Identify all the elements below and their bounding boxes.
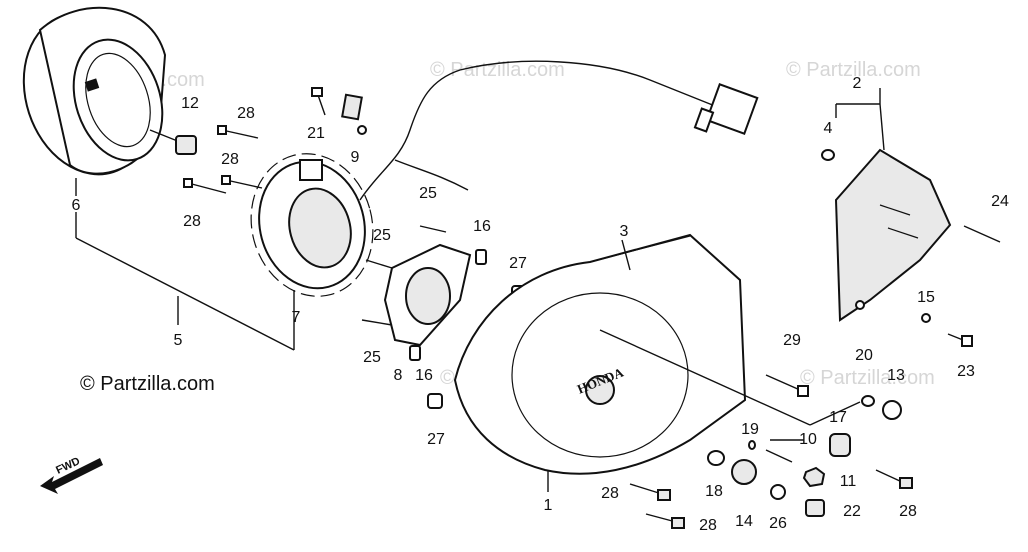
bolt-10[interactable] bbox=[765, 449, 793, 463]
part-label-11[interactable]: 11 bbox=[840, 473, 857, 490]
part-label-12[interactable]: 12 bbox=[181, 95, 199, 112]
cap-17[interactable] bbox=[829, 433, 851, 457]
cap-14[interactable] bbox=[731, 459, 757, 485]
part-label-22[interactable]: 22 bbox=[843, 503, 861, 520]
bolt-28[interactable] bbox=[629, 483, 671, 501]
part-label-25[interactable]: 25 bbox=[363, 349, 381, 366]
dowel-27[interactable] bbox=[427, 393, 443, 409]
crankcase-cover[interactable]: HONDA bbox=[453, 233, 747, 475]
part-label-9[interactable]: 9 bbox=[351, 149, 360, 166]
part-label-18[interactable]: 18 bbox=[705, 483, 723, 500]
part-label-28[interactable]: 28 bbox=[699, 517, 717, 534]
pulser-plate[interactable] bbox=[383, 243, 472, 347]
nut-11[interactable] bbox=[802, 466, 826, 488]
bolt-25[interactable] bbox=[361, 319, 393, 326]
washer-19[interactable] bbox=[748, 440, 756, 450]
part-label-6[interactable]: 6 bbox=[72, 197, 81, 214]
bolt-28[interactable] bbox=[875, 469, 913, 489]
copyright-text: © Partzilla.com bbox=[80, 373, 215, 395]
wiring-harness bbox=[359, 60, 759, 201]
bolt-25[interactable] bbox=[365, 259, 393, 269]
bolt-28[interactable] bbox=[221, 175, 263, 189]
gasket-3[interactable] bbox=[589, 235, 691, 263]
part-label-28[interactable]: 28 bbox=[221, 151, 239, 168]
watermark: © Partzilla.com bbox=[800, 367, 935, 389]
part-label-27[interactable]: 27 bbox=[427, 431, 445, 448]
part-label-28[interactable]: 28 bbox=[183, 213, 201, 230]
part-label-3[interactable]: 3 bbox=[620, 223, 629, 240]
bolt-28[interactable] bbox=[645, 513, 685, 529]
bolt-25[interactable] bbox=[419, 225, 447, 233]
part-label-7[interactable]: 7 bbox=[292, 309, 301, 326]
bolt-22[interactable] bbox=[805, 499, 825, 517]
dowel-16[interactable] bbox=[475, 249, 487, 265]
part-label-10[interactable]: 10 bbox=[799, 431, 817, 448]
part-label-20[interactable]: 20 bbox=[855, 347, 873, 364]
fwd-arrow: FWD bbox=[40, 455, 103, 494]
part-label-8[interactable]: 8 bbox=[394, 367, 403, 384]
part-label-17[interactable]: 17 bbox=[829, 409, 847, 426]
part-label-13[interactable]: 13 bbox=[887, 367, 905, 384]
flywheel-bolt-12[interactable] bbox=[149, 129, 197, 155]
part-label-19[interactable]: 19 bbox=[741, 421, 759, 438]
part-label-14[interactable]: 14 bbox=[735, 513, 753, 530]
watermark: © Partzilla.com bbox=[430, 59, 565, 81]
bolt-29[interactable] bbox=[765, 374, 809, 397]
o-ring-20[interactable] bbox=[861, 395, 875, 407]
oil-filler-cap-13[interactable] bbox=[882, 400, 902, 420]
stator[interactable] bbox=[235, 140, 388, 310]
part-label-23[interactable]: 23 bbox=[957, 363, 975, 380]
washer-15[interactable] bbox=[921, 313, 931, 323]
part-label-16[interactable]: 16 bbox=[415, 367, 433, 384]
part-label-2[interactable]: 2 bbox=[853, 75, 862, 92]
bolt-21[interactable] bbox=[311, 87, 326, 116]
part-label-21[interactable]: 21 bbox=[307, 125, 325, 142]
part-label-25[interactable]: 25 bbox=[373, 227, 391, 244]
watermark: © Partzilla.com bbox=[786, 59, 921, 81]
sprocket-cover[interactable] bbox=[834, 148, 952, 322]
o-ring-18[interactable] bbox=[707, 450, 725, 466]
part-label-4[interactable]: 4 bbox=[824, 120, 833, 137]
washer-26[interactable] bbox=[770, 484, 786, 500]
bolt-23[interactable] bbox=[947, 333, 973, 347]
part-label-1[interactable]: 1 bbox=[544, 497, 553, 514]
part-label-16[interactable]: 16 bbox=[473, 218, 491, 235]
washer-4[interactable] bbox=[821, 149, 835, 161]
part-label-28[interactable]: 28 bbox=[237, 105, 255, 122]
part-label-28[interactable]: 28 bbox=[899, 503, 917, 520]
bolt-28[interactable] bbox=[217, 125, 259, 139]
bolt-28[interactable] bbox=[183, 178, 227, 194]
clamp-9[interactable] bbox=[341, 93, 367, 135]
flywheel-rotor[interactable] bbox=[4, 0, 177, 191]
part-label-5[interactable]: 5 bbox=[174, 332, 183, 349]
part-label-28[interactable]: 28 bbox=[601, 485, 619, 502]
dowel-16[interactable] bbox=[409, 345, 421, 361]
part-label-26[interactable]: 26 bbox=[769, 515, 787, 532]
part-label-15[interactable]: 15 bbox=[917, 289, 935, 306]
part-label-27[interactable]: 27 bbox=[509, 255, 527, 272]
part-label-24[interactable]: 24 bbox=[991, 193, 1009, 210]
leader-lines bbox=[75, 88, 885, 492]
part-label-29[interactable]: 29 bbox=[783, 332, 801, 349]
bolt-24[interactable] bbox=[963, 225, 1001, 243]
part-label-25[interactable]: 25 bbox=[419, 185, 437, 202]
